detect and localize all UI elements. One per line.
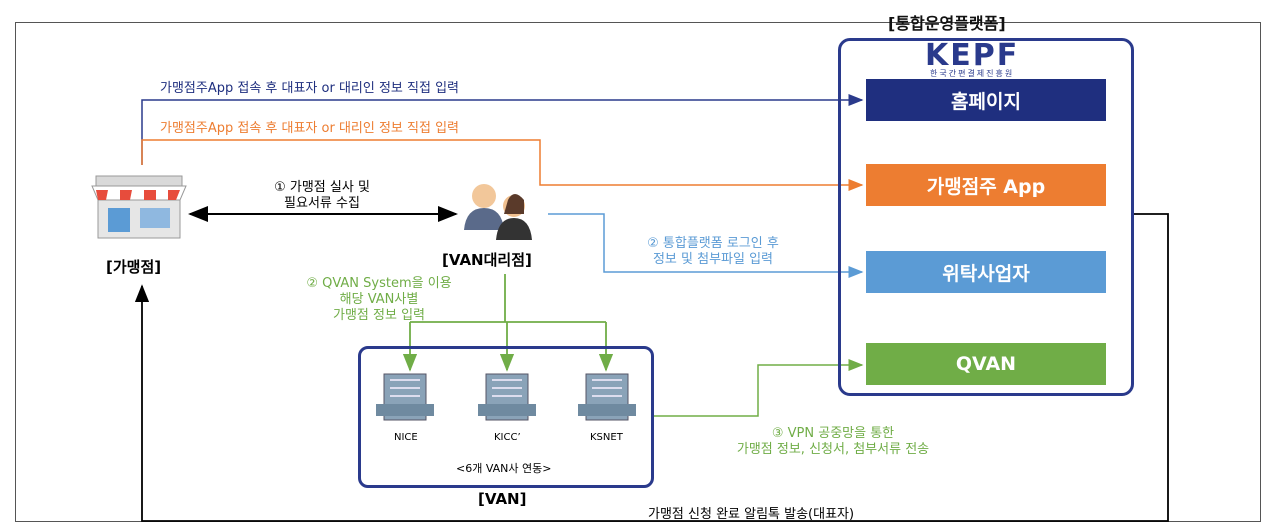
server-icon	[578, 373, 636, 421]
agent-label: [VAN대리점]	[442, 251, 532, 269]
server-icon	[376, 373, 434, 421]
van-caption: <6개 VAN사 연동>	[456, 462, 552, 475]
flow-step2b-text: ② QVAN System을 이용 해당 VAN사별 가맹점 정보 입력	[306, 276, 452, 323]
flow-step2a-line	[548, 213, 864, 278]
flow-notify-line	[134, 213, 1169, 522]
flow-notify-text: 가맹점 신청 완료 알림톡 발송(대표자)	[648, 507, 855, 522]
server-icon	[478, 373, 536, 421]
flow-owner-app-text: 가맹점주App 접속 후 대표자 or 대리인 정보 직접 입력	[160, 121, 459, 136]
server-label-ksnet: KSNET	[590, 432, 623, 443]
flow-owner-app-line	[141, 139, 864, 191]
owner-app-button[interactable]: 가맹점주 App	[866, 164, 1106, 206]
kepf-logo-subtitle: 한국간편결제진흥원	[930, 69, 1015, 78]
trustee-button[interactable]: 위탁사업자	[866, 251, 1106, 293]
qvan-button[interactable]: QVAN	[866, 343, 1106, 385]
server-label-kicc: KICC’	[494, 432, 521, 443]
kepf-logo: KEPF	[925, 38, 1020, 73]
platform-title: [통합운영플랫폼]	[888, 14, 1006, 33]
store-label: [가맹점]	[106, 258, 162, 276]
flow-step3-text: ③ VPN 공중망을 통한 가맹점 정보, 신청서, 첨부서류 전송	[736, 426, 930, 457]
homepage-button[interactable]: 홈페이지	[866, 79, 1106, 121]
van-label: [VAN]	[478, 490, 527, 508]
flow-step2a-text: ② 통합플랫폼 로그인 후 정보 및 첨부파일 입력	[647, 236, 779, 267]
server-label-nice: NICE	[394, 432, 418, 443]
van-container	[358, 346, 654, 488]
flow-step1-text: ① 가맹점 실사 및 필요서류 수집	[274, 180, 370, 211]
flow-owner-home-text: 가맹점주App 접속 후 대표자 or 대리인 정보 직접 입력	[160, 81, 459, 96]
flow-step3-line	[654, 359, 864, 417]
platform-container	[838, 38, 1134, 396]
